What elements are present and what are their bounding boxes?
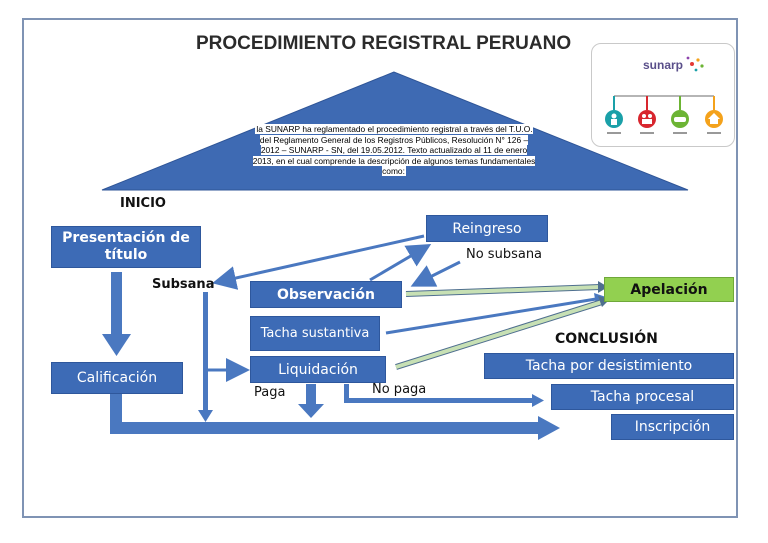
node-reingreso: Reingreso bbox=[426, 215, 548, 242]
house-icon bbox=[705, 110, 723, 128]
node-observacion: Observación bbox=[250, 281, 402, 308]
node-presentacion: Presentación de título bbox=[51, 226, 201, 268]
arrows-to-apelacion bbox=[385, 281, 610, 370]
arrow-paga bbox=[298, 384, 324, 418]
node-apelacion: Apelación bbox=[604, 277, 734, 302]
sunarp-logo: sunarp bbox=[591, 43, 735, 147]
roof-description: la SUNARP ha reglamentado el procedimien… bbox=[252, 124, 536, 177]
arrow-reingreso-subsana bbox=[212, 234, 425, 290]
node-tacha-procesal: Tacha procesal bbox=[551, 384, 734, 410]
no-paga-label: No paga bbox=[372, 382, 427, 397]
arrow-presentacion-calificacion bbox=[102, 272, 131, 356]
arrow-observacion-reingreso bbox=[369, 243, 432, 282]
node-inscripcion: Inscripción bbox=[611, 414, 734, 440]
sunarp-logo-graphic bbox=[605, 56, 723, 134]
node-tacha-sustantiva: Tacha sustantiva bbox=[250, 316, 380, 351]
no-subsana-label: No subsana bbox=[466, 247, 543, 262]
node-calificacion: Calificación bbox=[51, 362, 183, 394]
logo-name: sunarp bbox=[642, 58, 683, 72]
car-icon bbox=[671, 110, 689, 128]
arrow-no-subsana bbox=[410, 260, 461, 287]
inicio-label: INICIO bbox=[120, 196, 166, 211]
arrow-no-paga bbox=[344, 384, 544, 407]
page-title: PROCEDIMIENTO REGISTRAL PERUANO bbox=[196, 33, 572, 54]
person-icon bbox=[605, 110, 623, 128]
arrow-subsana-down bbox=[198, 292, 213, 422]
node-tacha-desistimiento: Tacha por desistimiento bbox=[484, 353, 734, 379]
subsana-label: Subsana bbox=[152, 277, 215, 292]
conclusion-label: CONCLUSIÓN bbox=[555, 331, 658, 347]
sunburst-icon bbox=[686, 56, 704, 72]
node-liquidacion: Liquidación bbox=[250, 356, 386, 383]
family-icon bbox=[638, 110, 656, 128]
arrow-calificacion-inscripcion bbox=[110, 392, 560, 440]
paga-label: Paga bbox=[254, 385, 286, 400]
